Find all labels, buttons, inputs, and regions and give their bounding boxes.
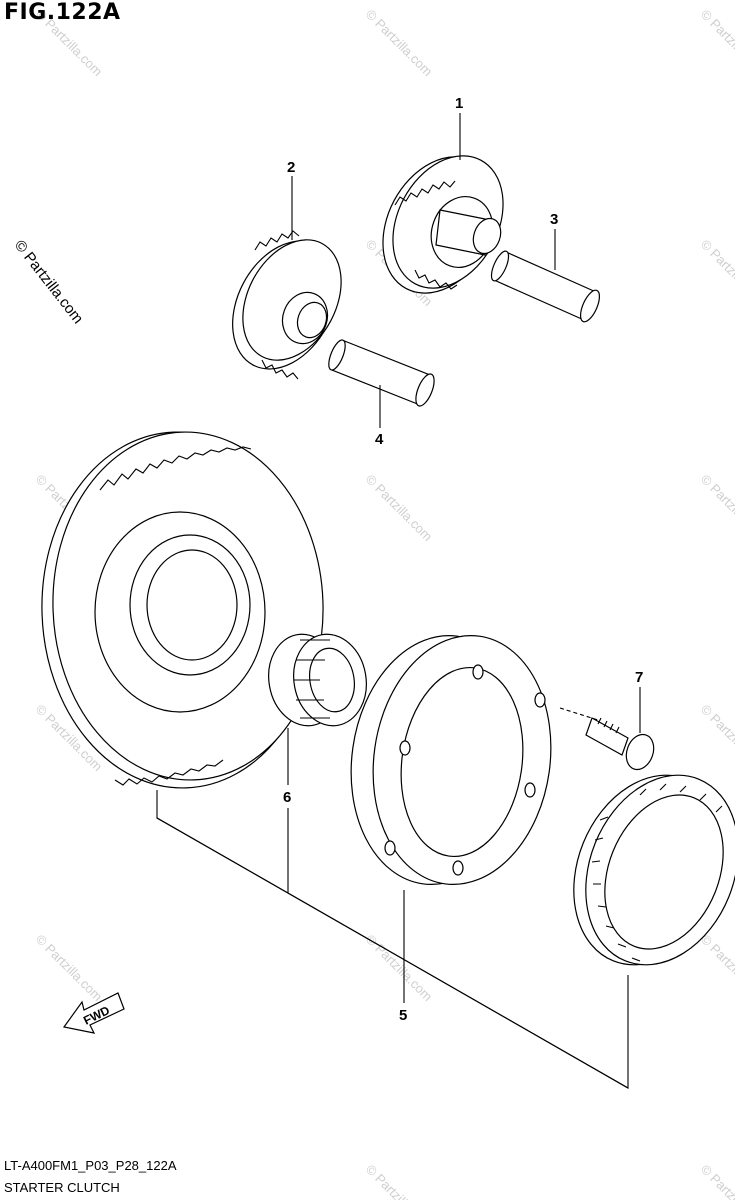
leader-lines [156, 113, 641, 1089]
starter-driven-gear [41, 431, 324, 789]
watermark-text: © Partzilla.com [698, 1162, 735, 1200]
watermark-text: © Partzilla.com [363, 472, 436, 545]
watermark-text: © Partzilla.com [698, 7, 735, 80]
figure-name: STARTER CLUTCH [4, 1180, 120, 1195]
part-4-shaft [328, 339, 435, 407]
part-3-shaft [490, 250, 601, 323]
callout-6: 6 [283, 789, 291, 806]
part-1-idle-gear [382, 155, 504, 294]
watermark-text: © Partzilla.com [33, 932, 106, 1005]
one-way-clutch [573, 774, 735, 966]
watermark-text: © Partzilla.com [698, 237, 735, 310]
watermark-text: © Partzilla.com [363, 1162, 436, 1200]
watermark-text: © Partzilla.com [698, 472, 735, 545]
watermark-text: © Partzilla.com [698, 932, 735, 1005]
callout-7: 7 [635, 669, 643, 686]
watermark-text: © Partzilla.com [698, 702, 735, 775]
part-6-needle-bearing [268, 633, 367, 727]
figure-code: LT-A400FM1_P03_P28_122A [4, 1158, 177, 1173]
figure-title: FIG.122A [4, 0, 121, 25]
callout-2: 2 [287, 159, 295, 176]
part-2-idle-gear [232, 230, 342, 380]
callout-4: 4 [375, 431, 384, 448]
callout-5: 5 [399, 1007, 407, 1024]
watermark-text: © Partzilla.com [363, 7, 436, 80]
part-5-clutch-housing [350, 635, 552, 885]
part-7-bolt [559, 707, 655, 771]
callout-3: 3 [550, 211, 558, 228]
callout-1: 1 [455, 95, 463, 112]
side-watermark: © Partzilla.com [11, 237, 87, 327]
